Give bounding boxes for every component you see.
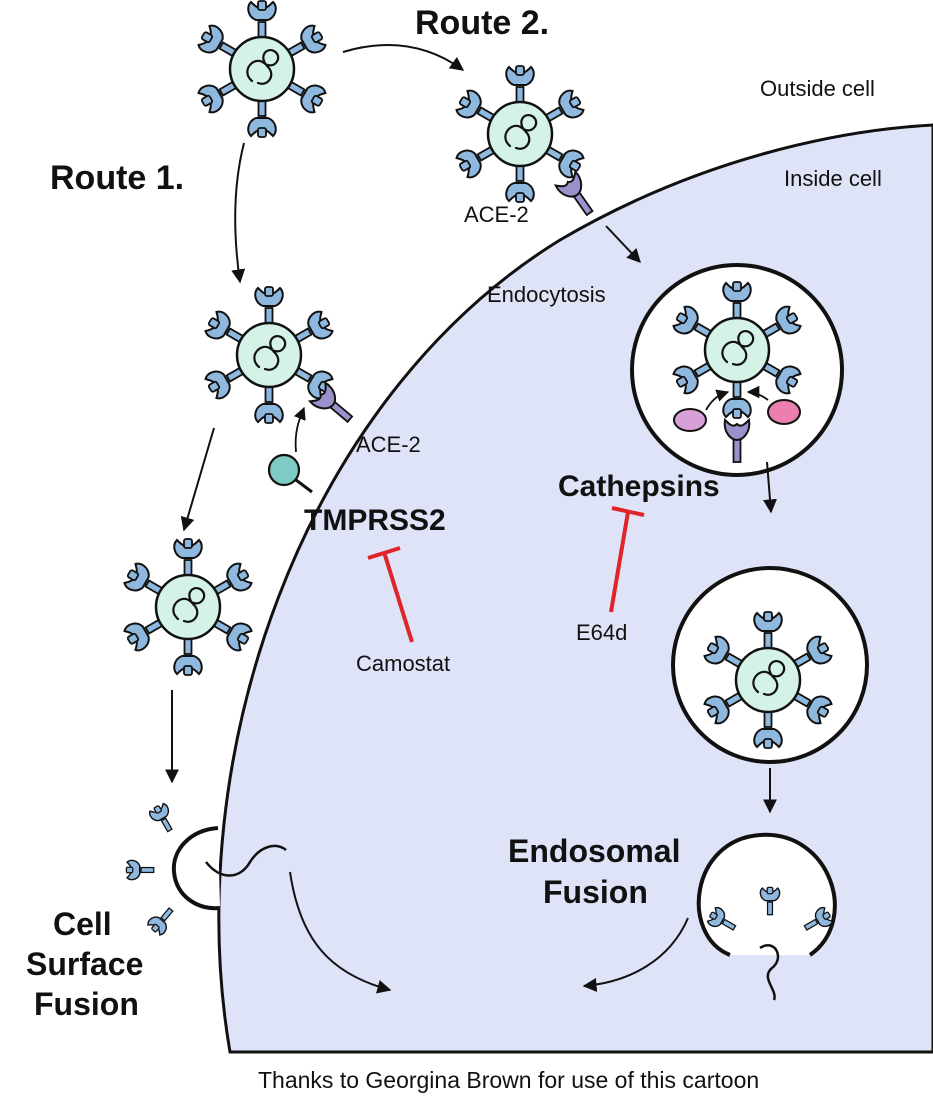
tmprss2-cleavage-arrow	[293, 406, 306, 453]
cathepsin-violet	[673, 408, 707, 432]
arrow-endosome-maturation	[763, 461, 777, 514]
cell-surface-fusion-label-3: Fusion	[34, 986, 139, 1022]
arrow-surface-release	[289, 871, 392, 994]
cell-surface-fusion-label-2: Surface	[26, 946, 143, 982]
credit-caption: Thanks to Georgina Brown for use of this…	[258, 1067, 759, 1093]
arrow-route-2	[342, 44, 465, 71]
e64d-inhibition-bar	[611, 506, 645, 517]
cell-surface-fusion-label-1: Cell	[53, 906, 112, 942]
arrow-endocytosis	[605, 225, 641, 264]
ace2-receptor-top	[554, 170, 601, 222]
tmprss2-anchor	[295, 478, 313, 494]
inside-cell-label: Inside cell	[784, 166, 882, 191]
spike-surface-3	[145, 902, 180, 938]
cathepsin-arrow-left	[705, 389, 730, 411]
endosomal-fusion-label-1: Endosomal	[508, 833, 680, 869]
camostat-label: Camostat	[356, 651, 450, 676]
arrow-route-1-primed	[180, 427, 215, 532]
camostat-inhibition-bar	[367, 546, 401, 560]
arrow-route-1	[231, 142, 246, 284]
camostat-inhibition-line	[382, 551, 414, 643]
spike-surface-2	[125, 859, 155, 881]
virus-primed	[122, 539, 254, 675]
outside-cell-label: Outside cell	[760, 76, 875, 101]
spike-surface-1	[147, 801, 179, 836]
viral-rna-surface	[205, 844, 287, 877]
arrow-endosomal-release	[582, 917, 689, 992]
ace2-left-label: ACE-2	[356, 432, 421, 457]
route-1-label: Route 1.	[50, 159, 184, 197]
viral-rna-endosomal	[759, 944, 780, 1001]
cathepsins-label: Cathepsins	[558, 470, 720, 503]
tmprss2-protease	[267, 453, 301, 487]
e64d-label: E64d	[576, 620, 627, 645]
e64d-inhibition-line	[609, 511, 630, 613]
fusion-pore	[171, 826, 221, 911]
virus-route-2-binding	[454, 66, 586, 202]
cathepsin-pink	[767, 399, 801, 425]
ace2-top-label: ACE-2	[464, 202, 529, 227]
route-2-label: Route 2.	[415, 4, 549, 42]
endosomal-fusion-label-2: Fusion	[543, 874, 648, 910]
endocytosis-label: Endocytosis	[487, 282, 606, 307]
tmprss2-label: TMPRSS2	[304, 504, 446, 537]
virus-initial	[196, 1, 328, 137]
cathepsin-arrow-right	[746, 385, 769, 401]
